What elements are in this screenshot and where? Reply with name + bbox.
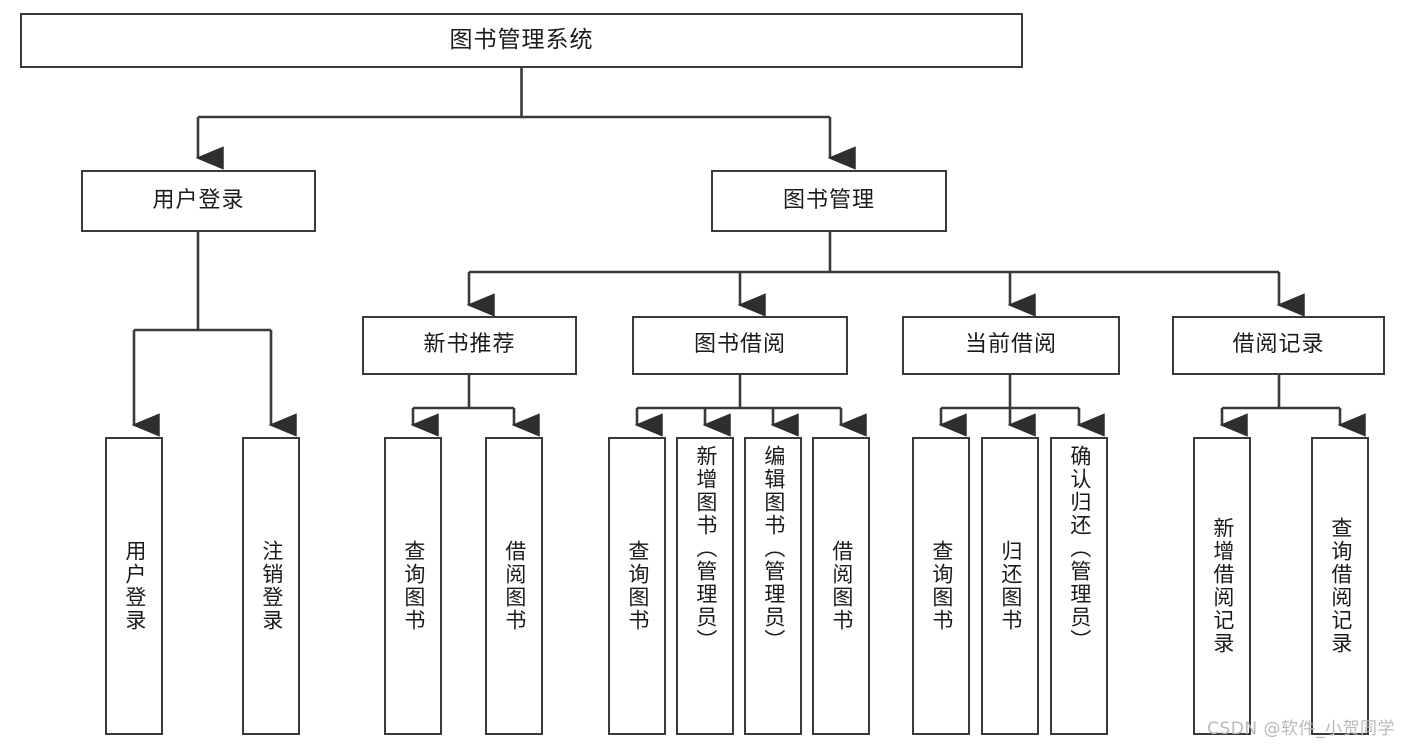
node-user-login[interactable]: 用户登录 <box>81 170 316 232</box>
node-root[interactable]: 图书管理系统 <box>20 13 1023 68</box>
node-leaf-borrow-book-2-label: 借阅图书 <box>829 540 854 632</box>
node-user-login-label: 用户登录 <box>152 187 245 213</box>
node-leaf-user-logout[interactable]: 注销登录 <box>242 437 300 735</box>
leaf-inner: 查询图书 <box>610 439 664 733</box>
leaf-inner: 归还图书 <box>983 439 1037 733</box>
node-leaf-confirm-return-label: 确认归还（管理员） <box>1067 445 1092 652</box>
node-leaf-user-login[interactable]: 用户登录 <box>105 437 163 735</box>
node-leaf-query-record[interactable]: 查询借阅记录 <box>1311 437 1369 735</box>
leaf-inner: 查询借阅记录 <box>1313 439 1367 733</box>
node-current-borrow-label: 当前借阅 <box>964 332 1057 358</box>
node-leaf-confirm-return[interactable]: 确认归还（管理员） <box>1050 437 1108 735</box>
node-book-borrow[interactable]: 图书借阅 <box>632 316 848 375</box>
node-leaf-add-record[interactable]: 新增借阅记录 <box>1193 437 1251 735</box>
leaf-inner: 编辑图书（管理员） <box>746 439 800 739</box>
leaf-inner: 借阅图书 <box>814 439 868 733</box>
node-leaf-query-book-3-label: 查询图书 <box>929 540 954 632</box>
node-leaf-borrow-book-2[interactable]: 借阅图书 <box>812 437 870 735</box>
leaf-inner: 查询图书 <box>914 439 968 733</box>
node-leaf-edit-book-label: 编辑图书（管理员） <box>761 445 786 652</box>
node-leaf-add-book[interactable]: 新增图书（管理员） <box>676 437 734 735</box>
node-new-book-recommend-label: 新书推荐 <box>423 332 516 358</box>
node-leaf-return-book-label: 归还图书 <box>998 540 1023 632</box>
node-leaf-return-book[interactable]: 归还图书 <box>981 437 1039 735</box>
leaf-inner: 用户登录 <box>107 439 161 733</box>
node-leaf-user-login-label: 用户登录 <box>122 540 147 632</box>
node-book-management[interactable]: 图书管理 <box>711 170 947 232</box>
node-current-borrow[interactable]: 当前借阅 <box>902 316 1120 375</box>
node-leaf-query-record-label: 查询借阅记录 <box>1328 517 1353 655</box>
node-leaf-query-book-2[interactable]: 查询图书 <box>608 437 666 735</box>
leaf-inner: 查询图书 <box>386 439 440 733</box>
node-leaf-borrow-book-1[interactable]: 借阅图书 <box>485 437 543 735</box>
node-borrow-record-label: 借阅记录 <box>1232 332 1325 358</box>
leaf-inner: 借阅图书 <box>487 439 541 733</box>
node-leaf-query-book-2-label: 查询图书 <box>625 540 650 632</box>
node-borrow-record[interactable]: 借阅记录 <box>1172 316 1385 375</box>
node-root-label: 图书管理系统 <box>449 26 594 53</box>
node-leaf-edit-book[interactable]: 编辑图书（管理员） <box>744 437 802 735</box>
node-leaf-borrow-book-1-label: 借阅图书 <box>502 540 527 632</box>
node-new-book-recommend[interactable]: 新书推荐 <box>362 316 577 375</box>
leaf-inner: 新增图书（管理员） <box>678 439 732 739</box>
leaf-inner: 确认归还（管理员） <box>1052 439 1106 739</box>
node-book-borrow-label: 图书借阅 <box>693 332 786 358</box>
node-book-management-label: 图书管理 <box>782 187 875 213</box>
watermark: CSDN @软件_小贺同学 <box>1207 719 1395 739</box>
node-leaf-query-book-3[interactable]: 查询图书 <box>912 437 970 735</box>
node-leaf-user-logout-label: 注销登录 <box>259 540 284 632</box>
node-leaf-add-record-label: 新增借阅记录 <box>1210 517 1235 655</box>
leaf-inner: 注销登录 <box>244 439 298 733</box>
leaf-inner: 新增借阅记录 <box>1195 439 1249 733</box>
node-leaf-query-book-1[interactable]: 查询图书 <box>384 437 442 735</box>
node-leaf-query-book-1-label: 查询图书 <box>401 540 426 632</box>
node-leaf-add-book-label: 新增图书（管理员） <box>693 445 718 652</box>
